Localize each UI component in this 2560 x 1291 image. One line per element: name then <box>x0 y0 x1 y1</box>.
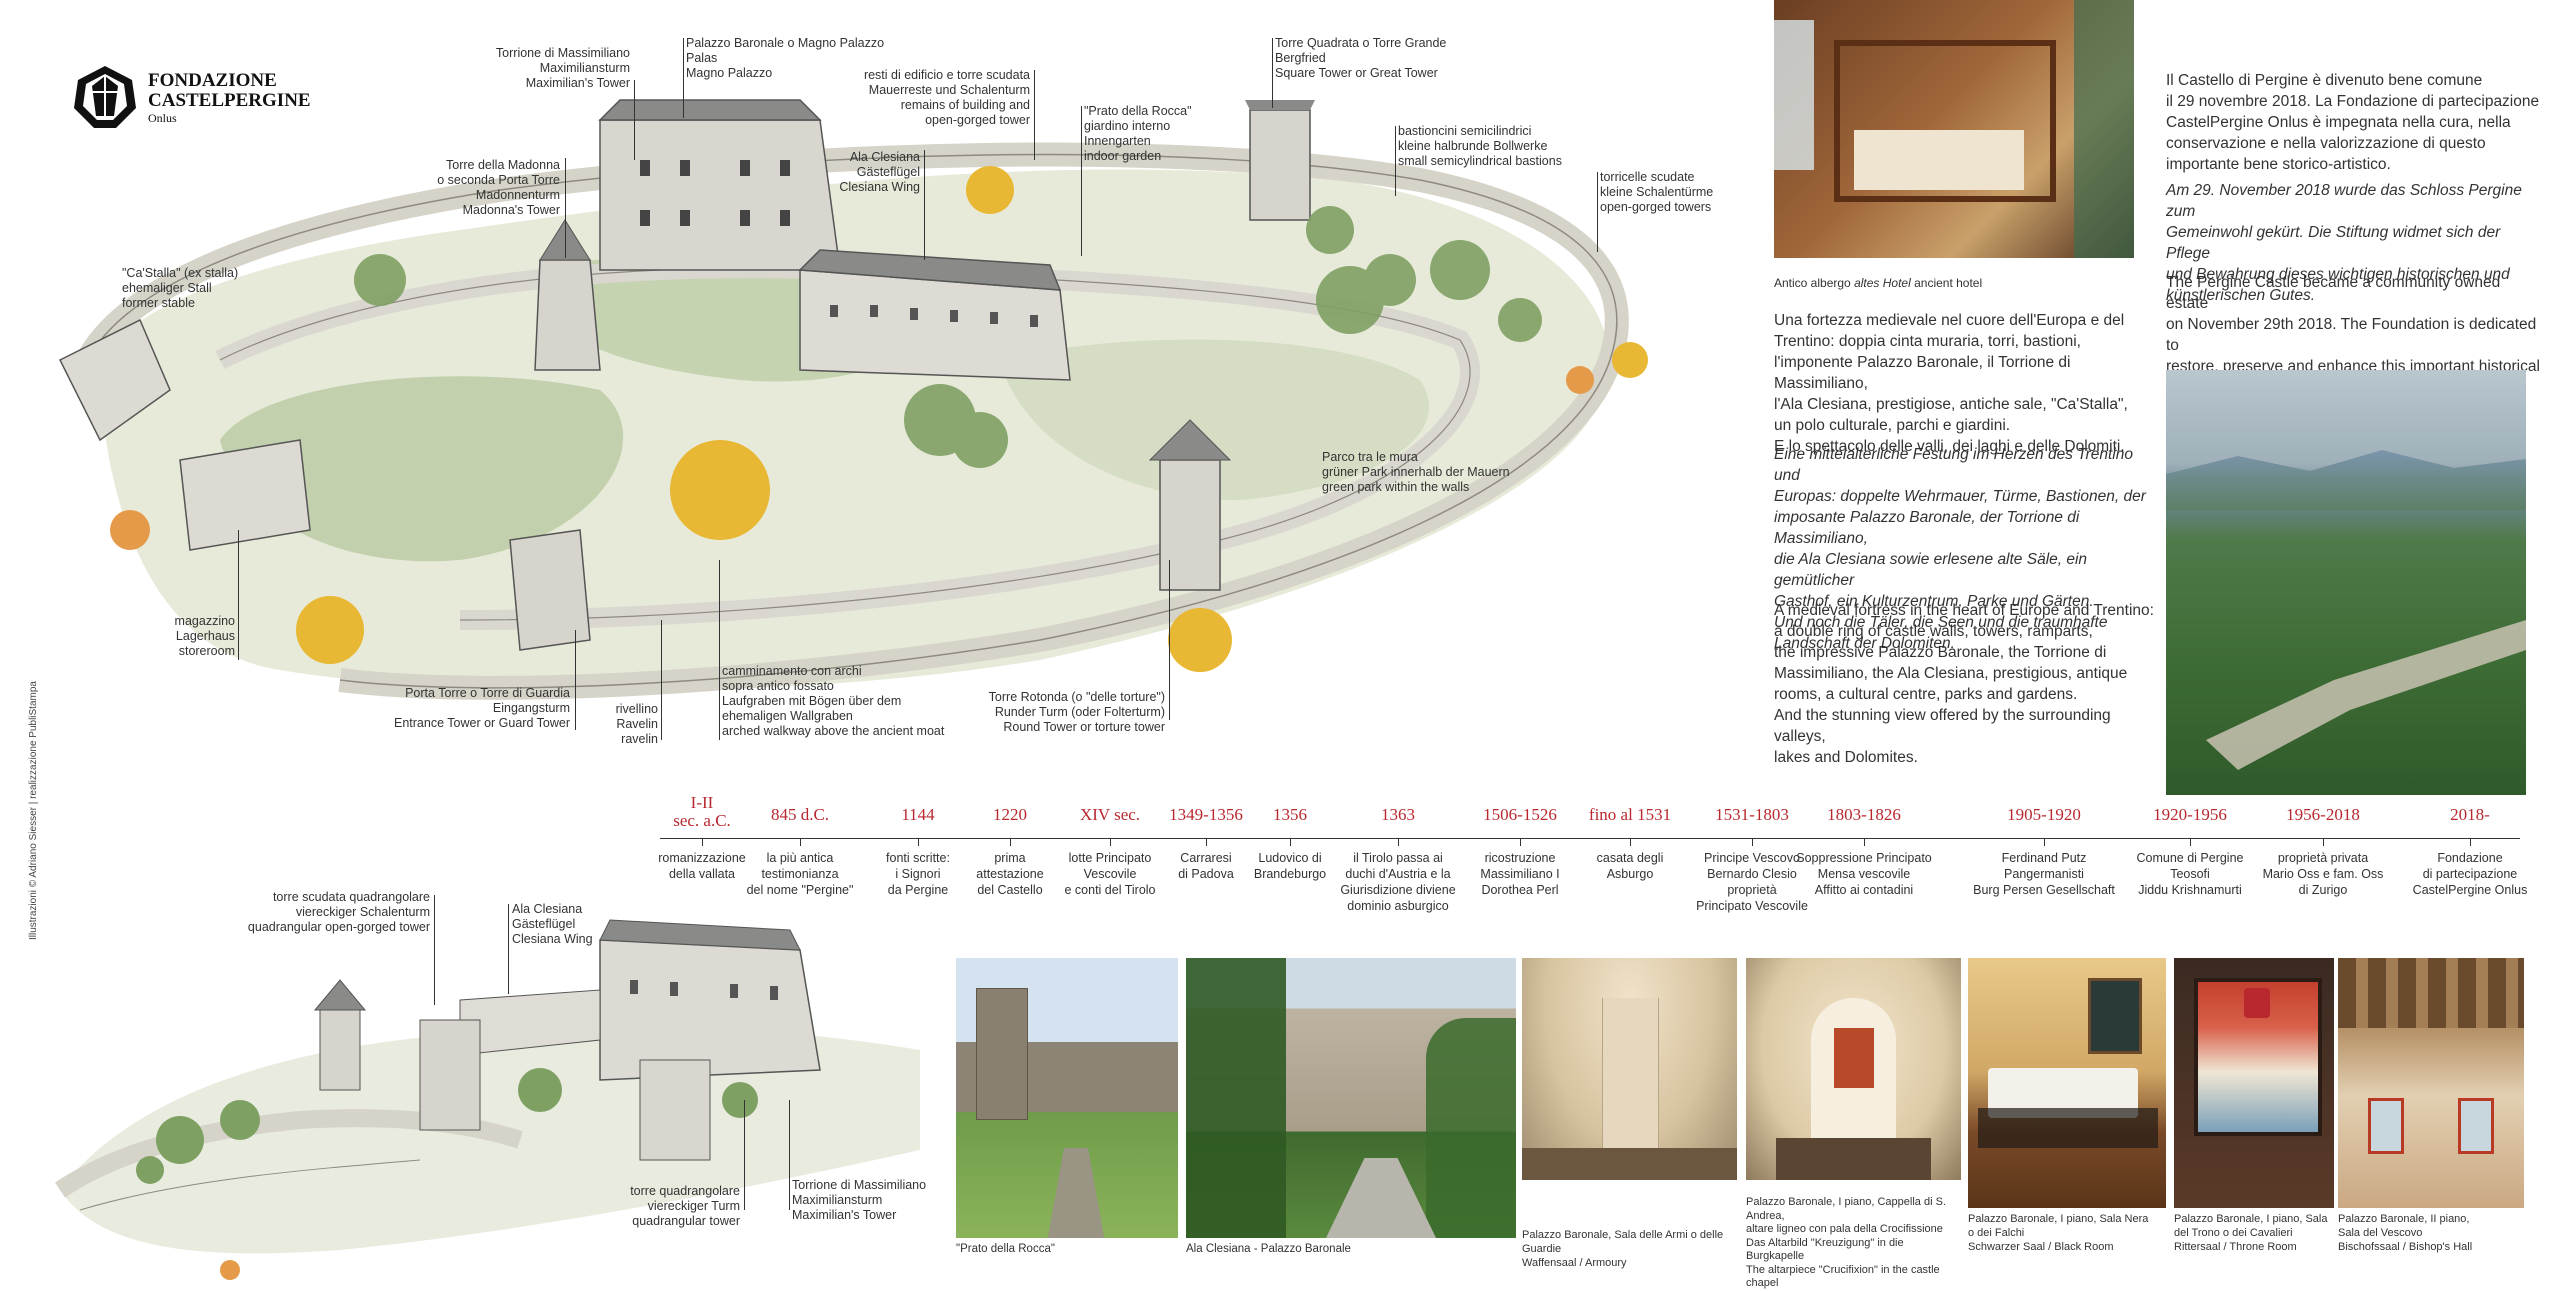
timeline-description: Fondazione di partecipazione CastelPergi… <box>2412 851 2528 897</box>
timeline-description: Soppressione Principato Mensa vescovile … <box>1796 851 1932 897</box>
timeline-year: 1905-1920 <box>2007 805 2081 824</box>
timeline-year: 1531-1803 <box>1715 805 1789 824</box>
timeline-description: romanizzazione della vallata <box>658 851 746 881</box>
logo-line1: FONDAZIONE <box>148 70 277 91</box>
label-rivellino: rivellino Ravelin ravelin <box>615 702 658 746</box>
label-castalla: "Ca'Stalla" (ex stalla) ehemaliger Stall… <box>122 266 239 310</box>
label-quadrangolare: torre quadrangolare viereckiger Turm qua… <box>630 1184 740 1228</box>
intro-german: Eine mittelalterliche Festung im Herzen … <box>1774 446 2146 652</box>
hotel-caption: Antico albergo altes Hotel ancient hotel <box>1774 276 1983 290</box>
timeline-tick <box>2190 838 2191 846</box>
label-torre-quadrata: Torre Quadrata o Torre Grande Bergfried … <box>1275 36 1447 80</box>
castle-illustration <box>58 99 1648 700</box>
timeline-year: 1363 <box>1381 805 1415 824</box>
timeline-year: 1920-1956 <box>2153 805 2227 824</box>
timeline-tick <box>1520 838 1521 846</box>
timeline-year: XIV sec. <box>1079 805 1141 824</box>
label-camminamento: camminamento con archi sopra antico foss… <box>722 664 945 738</box>
timeline-year: 1220 <box>993 805 1027 824</box>
timeline-description: Carraresi di Padova <box>1178 851 1234 881</box>
photo-sala-trono <box>2174 958 2334 1208</box>
caption-sala-nera: Palazzo Baronale, I piano, Sala Nera o d… <box>1968 1213 2149 1253</box>
timeline-tick <box>800 838 801 846</box>
timeline-year: 1803-1826 <box>1827 805 1901 824</box>
timeline-year: 1506-1526 <box>1483 805 1557 824</box>
label-magazzino: magazzino Lagerhaus storeroom <box>174 614 235 658</box>
timeline-year: 845 d.C. <box>770 805 830 824</box>
intro-italian: Una fortezza medievale nel cuore dell'Eu… <box>1774 312 2128 455</box>
timeline-tick <box>2044 838 2045 846</box>
timeline-tick <box>1290 838 1291 846</box>
timeline-tick <box>1864 838 1865 846</box>
timeline-tick <box>1110 838 1111 846</box>
timeline-tick <box>1206 838 1207 846</box>
caption-prato: "Prato della Rocca" <box>956 1243 1055 1255</box>
timeline-tick <box>1752 838 1753 846</box>
foundation-italian: Il Castello di Pergine è divenuto bene c… <box>2166 72 2540 173</box>
timeline-year: 1144 <box>901 805 935 824</box>
photo-sala-vescovo <box>2338 958 2524 1208</box>
label-rotonda: Torre Rotonda (o "delle torture") Runder… <box>988 690 1165 734</box>
timeline-year: 1956-2018 <box>2286 805 2360 824</box>
label-prato: "Prato della Rocca" giardino interno Inn… <box>1084 104 1192 163</box>
caption-sala-trono: Palazzo Baronale, I piano, Sala del Tron… <box>2174 1213 2328 1253</box>
label-palazzo: Palazzo Baronale o Magno Palazzo Palas M… <box>686 36 885 80</box>
label-scudata: torre scudata quadrangolare viereckiger … <box>247 890 430 934</box>
landscape-photo <box>2166 370 2526 795</box>
label-torricelle: torricelle scudate kleine Schalentürme o… <box>1600 170 1714 214</box>
timeline-description: prima attestazione del Castello <box>976 851 1044 897</box>
timeline-tick <box>702 838 703 846</box>
timeline-year: fino al 1531 <box>1588 805 1672 824</box>
label-porta: Porta Torre o Torre di Guardia Eingangst… <box>393 686 570 730</box>
intro-english: A medieval fortress in the heart of Euro… <box>1774 602 2154 766</box>
caption-ala-clesiana: Ala Clesiana - Palazzo Baronale <box>1186 1243 1351 1255</box>
timeline-description: Comune di Pergine Teosofi Jiddu Krishnam… <box>2136 851 2244 897</box>
caption-sala-vescovo: Palazzo Baronale, II piano, Sala del Ves… <box>2338 1213 2473 1253</box>
caption-cappella: Palazzo Baronale, I piano, Cappella di S… <box>1746 1196 1946 1289</box>
hotel-photo <box>1774 0 2134 258</box>
timeline-description: lotte Principato Vescovile e conti del T… <box>1064 851 1156 897</box>
label-resti: resti di edificio e torre scudata Mauerr… <box>863 68 1030 127</box>
foundation-logo: FONDAZIONE CASTELPERGINE Onlus <box>70 62 311 132</box>
timeline-tick <box>2470 838 2471 846</box>
photo-prato <box>956 958 1178 1238</box>
label-torrione-small: Torrione di Massimiliano Maximiliansturm… <box>792 1178 927 1222</box>
label-ala-clesiana: Ala Clesiana Gästeflügel Clesiana Wing <box>839 150 920 194</box>
label-bastioncini: bastioncini semicilindrici kleine halbru… <box>1398 124 1562 168</box>
photo-sala-armi <box>1522 958 1737 1180</box>
timeline-tick <box>918 838 919 846</box>
label-madonna: Torre della Madonna o seconda Porta Torr… <box>437 158 560 217</box>
label-ala-clesiana-small: Ala Clesiana Gästeflügel Clesiana Wing <box>512 902 593 946</box>
timeline-axis <box>660 838 2520 839</box>
logo-line3: Onlus <box>148 111 177 125</box>
timeline-description: Ludovico di Brandeburgo <box>1253 851 1327 881</box>
timeline-description: fonti scritte: i Signori da Pergine <box>886 851 950 897</box>
timeline-description: la più antica testimonianza del nome "Pe… <box>746 851 854 897</box>
illustration-credit: Illustrazioni © Adriano Siesser | realiz… <box>28 681 39 940</box>
timeline-description: Ferdinand Putz Pangermanisti Burg Persen… <box>1973 851 2115 897</box>
timeline-year: 1349-1356 <box>1169 805 1243 824</box>
timeline-description: il Tirolo passa ai duchi d'Austria e la … <box>1340 851 1456 913</box>
timeline-tick <box>1630 838 1631 846</box>
castle-illustration-small <box>55 919 920 1280</box>
timeline-description: proprietà privata Mario Oss e fam. Oss d… <box>2262 851 2384 897</box>
photo-cappella <box>1746 958 1961 1180</box>
foundation-german: Am 29. November 2018 wurde das Schloss P… <box>2166 182 2522 304</box>
timeline-description: Principe Vescovo Bernardo Clesio proprie… <box>1696 851 1808 913</box>
timeline-tick <box>1010 838 1011 846</box>
label-torrione: Torrione di Massimiliano Maximiliansturm… <box>495 46 630 90</box>
logo-line2: CASTELPERGINE <box>148 90 311 111</box>
caption-sala-armi: Palazzo Baronale, Sala delle Armi o dell… <box>1522 1229 1724 1269</box>
timeline-year: I-II sec. a.C. <box>673 793 731 830</box>
timeline-year: 1356 <box>1273 805 1307 824</box>
timeline-tick <box>2323 838 2324 846</box>
photo-ala-clesiana <box>1186 958 1516 1238</box>
label-parco: Parco tra le mura grüner Park innerhalb … <box>1322 450 1510 494</box>
timeline-description: casata degli Asburgo <box>1596 851 1664 881</box>
timeline-description: ricostruzione Massimiliano I Dorothea Pe… <box>1480 851 1560 897</box>
timeline-tick <box>1398 838 1399 846</box>
castle-logo-icon <box>74 66 136 128</box>
photo-sala-nera <box>1968 958 2166 1208</box>
timeline-year: 2018- <box>2450 805 2490 824</box>
